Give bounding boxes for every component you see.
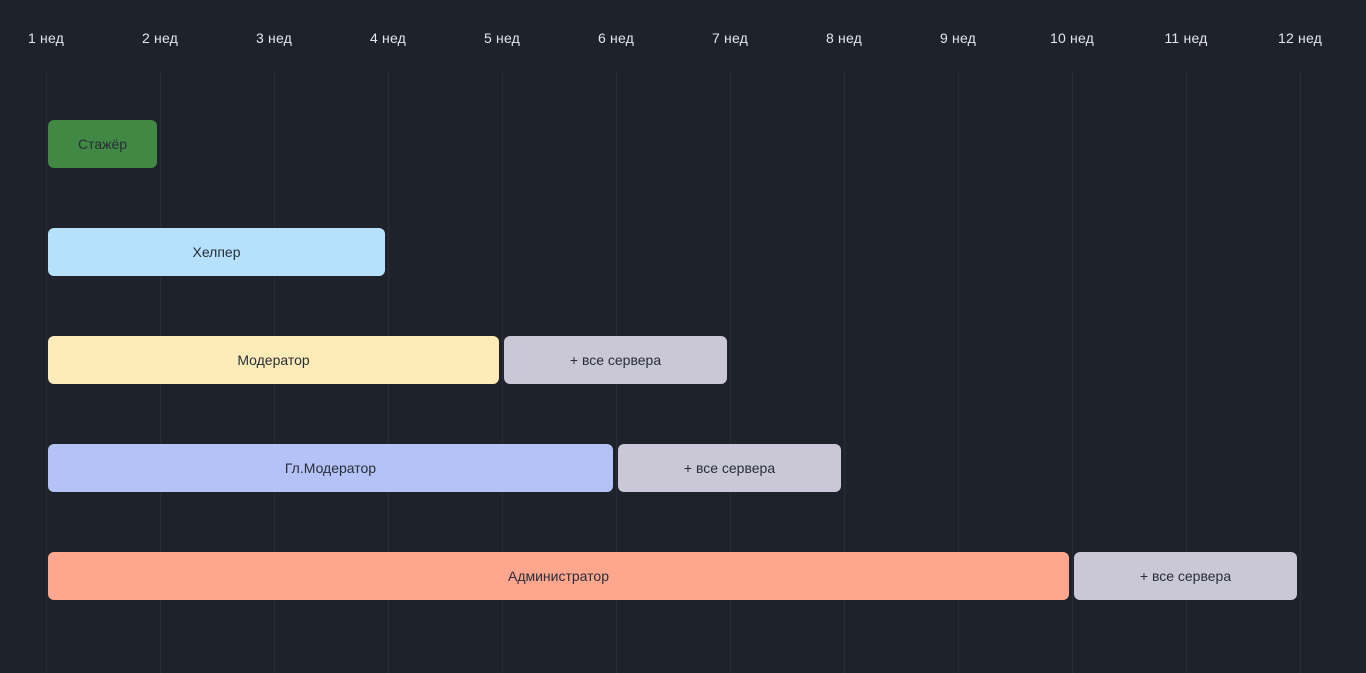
week-label: 7 нед (711, 30, 749, 46)
gantt-bar-extra[interactable]: + все сервера (504, 336, 727, 384)
week-label: 6 нед (597, 30, 635, 46)
gridline (958, 72, 959, 673)
gridline (1186, 72, 1187, 673)
gridline (502, 72, 503, 673)
gantt-bar-extra-label: + все сервера (569, 352, 662, 368)
gridline (1072, 72, 1073, 673)
gantt-bar-label: Модератор (237, 352, 310, 368)
gantt-bar-extra[interactable]: + все сервера (618, 444, 841, 492)
week-label: 1 нед (27, 30, 65, 46)
week-label: 8 нед (825, 30, 863, 46)
week-label: 12 нед (1277, 30, 1323, 46)
week-label: 11 нед (1164, 30, 1208, 46)
gantt-bar-label: Администратор (507, 568, 609, 584)
gantt-bar-extra-label: + все сервера (683, 460, 776, 476)
gridline (844, 72, 845, 673)
gantt-bar-label: Хелпер (192, 244, 241, 260)
week-label: 4 нед (369, 30, 407, 46)
gantt-bar[interactable]: Администратор (48, 552, 1069, 600)
week-label: 2 нед (141, 30, 179, 46)
gantt-bar[interactable]: Модератор (48, 336, 499, 384)
gantt-bar-extra[interactable]: + все сервера (1074, 552, 1297, 600)
gantt-bar[interactable]: Хелпер (48, 228, 385, 276)
gantt-bar-label: Гл.Модератор (284, 460, 377, 476)
gridline (730, 72, 731, 673)
gantt-bar-extra-label: + все сервера (1139, 568, 1232, 584)
gridline (1300, 72, 1301, 673)
week-label: 5 нед (483, 30, 521, 46)
gridline (46, 72, 47, 673)
gantt-bar-label: Стажёр (77, 136, 128, 152)
gantt-bar[interactable]: Гл.Модератор (48, 444, 613, 492)
week-label: 9 нед (939, 30, 977, 46)
week-label: 10 нед (1049, 30, 1095, 46)
gantt-bar[interactable]: Стажёр (48, 120, 157, 168)
week-label: 3 нед (255, 30, 293, 46)
